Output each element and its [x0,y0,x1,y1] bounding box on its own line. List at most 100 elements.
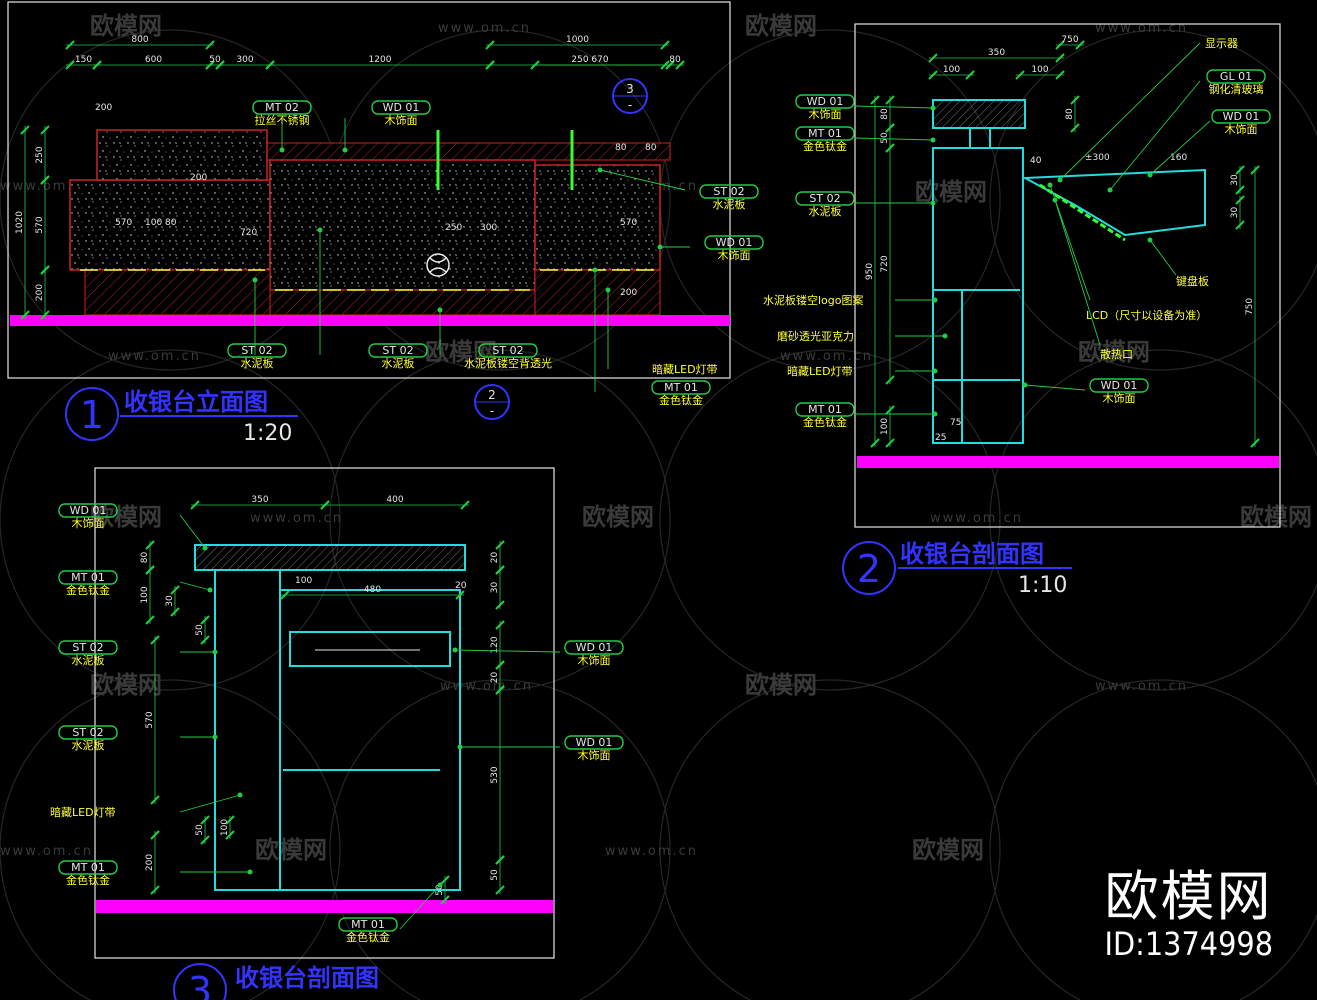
view1-dim-left: 250 [35,146,45,163]
view1-dim-top: 50 [209,55,221,65]
dim-tick [170,607,180,617]
view1-dim-inner: 570 [115,218,132,228]
view2-dim-left: 950 [865,263,875,280]
view2-tag-left-text: 水泥板镂空logo图案 [763,293,864,307]
view1-dim-top: 1200 [369,55,392,65]
counter-base-left [84,269,271,316]
counter-base-right [534,269,661,316]
view1-tag-code: WD 01 [383,101,420,114]
view1-dim-top: 800 [131,35,148,45]
view2-dim-inner: 40 [1030,156,1042,166]
dim-tick [665,60,675,70]
view3-floor [96,900,553,913]
dim-tick [885,438,895,448]
dim-tick [885,95,895,105]
view1-dim-inner: 570 [620,218,637,228]
watermark-site-text: www.om.cn [438,21,531,36]
dim-tick [1235,185,1245,195]
floor-line [10,315,730,326]
dim-tick [885,143,895,153]
view1-tag-badge [699,184,759,199]
view1-tag-text: 木饰面 [385,113,418,127]
view2-dim-left: 80 [880,108,890,120]
view3-top-slab [194,544,466,571]
watermark-site-text: www.om.cn [1095,679,1188,694]
watermark-text: 欧模网 [745,12,817,40]
view2-tag-right-text: 显示器 [1205,37,1238,50]
view1-dim-inner: 200 [95,103,112,113]
dim-tick [1235,195,1245,205]
view3-tag-right-text: 木饰面 [578,748,611,762]
view2-tag-right-leader-dot [1022,382,1028,388]
view2-dim-top: 100 [1031,65,1048,75]
view2-keyboard-tray [1021,168,1206,237]
watermark-circle-pattern [0,29,1317,1000]
view3-tag-left-badge [58,860,118,875]
view1-dim-inner: 80 [165,218,177,228]
view1-tag-badge [368,343,428,358]
view2-number-circle [842,541,896,595]
view2-tag-left-text: 金色钛金 [803,139,847,153]
view3-dim-right: 120 [490,636,500,653]
dim-tick [1055,53,1065,63]
dim-tick [485,60,495,70]
dim-tick [928,70,938,80]
watermark-circle [659,349,1001,691]
dim-tick [40,175,50,185]
view2-tag-right-code: WD 01 [1101,379,1138,392]
dim-tick [1250,438,1260,448]
view3-dim-right: 530 [490,766,500,783]
view1-dim-inner: 720 [240,228,257,238]
view1-tag-code: MT 02 [265,101,299,114]
watermark-circle [989,349,1317,691]
dim-tick [885,405,895,415]
view3-tag-left-code: WD 01 [70,504,107,517]
dim-tick [1015,70,1025,80]
corner-watermark-brand: 欧模网 [1104,865,1273,928]
view2-tag-left-code: MT 01 [808,403,842,416]
view1-title: 收银台立面图 [124,388,268,416]
view1-tag-badge [651,380,711,395]
watermark-site-text: www.om.cn [440,679,533,694]
dim-tick [460,500,470,510]
dim-tick [1055,70,1065,80]
view2-tag-right-code: WD 01 [1223,110,1260,123]
watermark-site-text: www.om.cn [930,511,1023,526]
view2-tag-right-badge [1206,69,1266,84]
view3-tag-left-text: 暗藏LED灯带 [50,805,116,819]
watermark-circle [989,679,1317,1000]
view3-tag-left-leader-dot [237,792,243,798]
view2-tag-right-leader [1149,120,1211,176]
dim-tick [225,830,235,840]
view2-tag-left-leader-dot [930,105,936,111]
view1-tag-leader-dot [592,267,598,273]
view2-tag-left-badge [795,126,855,141]
view1-tag-leader-dot [317,227,323,233]
view1-tag-leader-dot [342,147,348,153]
view3-tag-left-badge [58,570,118,585]
dim-tick [495,685,505,695]
view1-dim-inner: 100 [145,218,162,228]
view3-dim-top: 350 [251,495,268,505]
view1-tag-code: ST 02 [382,344,413,357]
view1-dim-inner: 80 [615,143,627,153]
view3-dim-left: 50 [195,824,205,836]
view1-tag-text: 拉丝不锈钢 [255,113,310,127]
view3-tag-right-leader-dot [452,647,458,653]
view1-tag-badge [252,100,312,115]
dim-tick [530,60,540,70]
view2-tag-right-leader-dot [1052,197,1058,203]
view1-tag-code: ST 02 [713,185,744,198]
view2-top-slab [932,99,1026,129]
dim-tick [200,615,210,625]
view1-tag-leader-dot [597,167,603,173]
watermark-circle [989,29,1317,371]
view3-section: 3 收银台剖面图 [94,467,555,1000]
view3-drawer [289,631,451,667]
view3-frame [94,467,555,959]
view2-tag-left-text: 水泥板 [809,204,842,218]
view3-tag-bottom-badge [338,917,398,932]
watermark-site-text: www.om.cn [780,349,873,364]
view3-tag-left-leader-dot [212,734,218,740]
view1-tag-text: 金色钛金 [659,393,703,407]
